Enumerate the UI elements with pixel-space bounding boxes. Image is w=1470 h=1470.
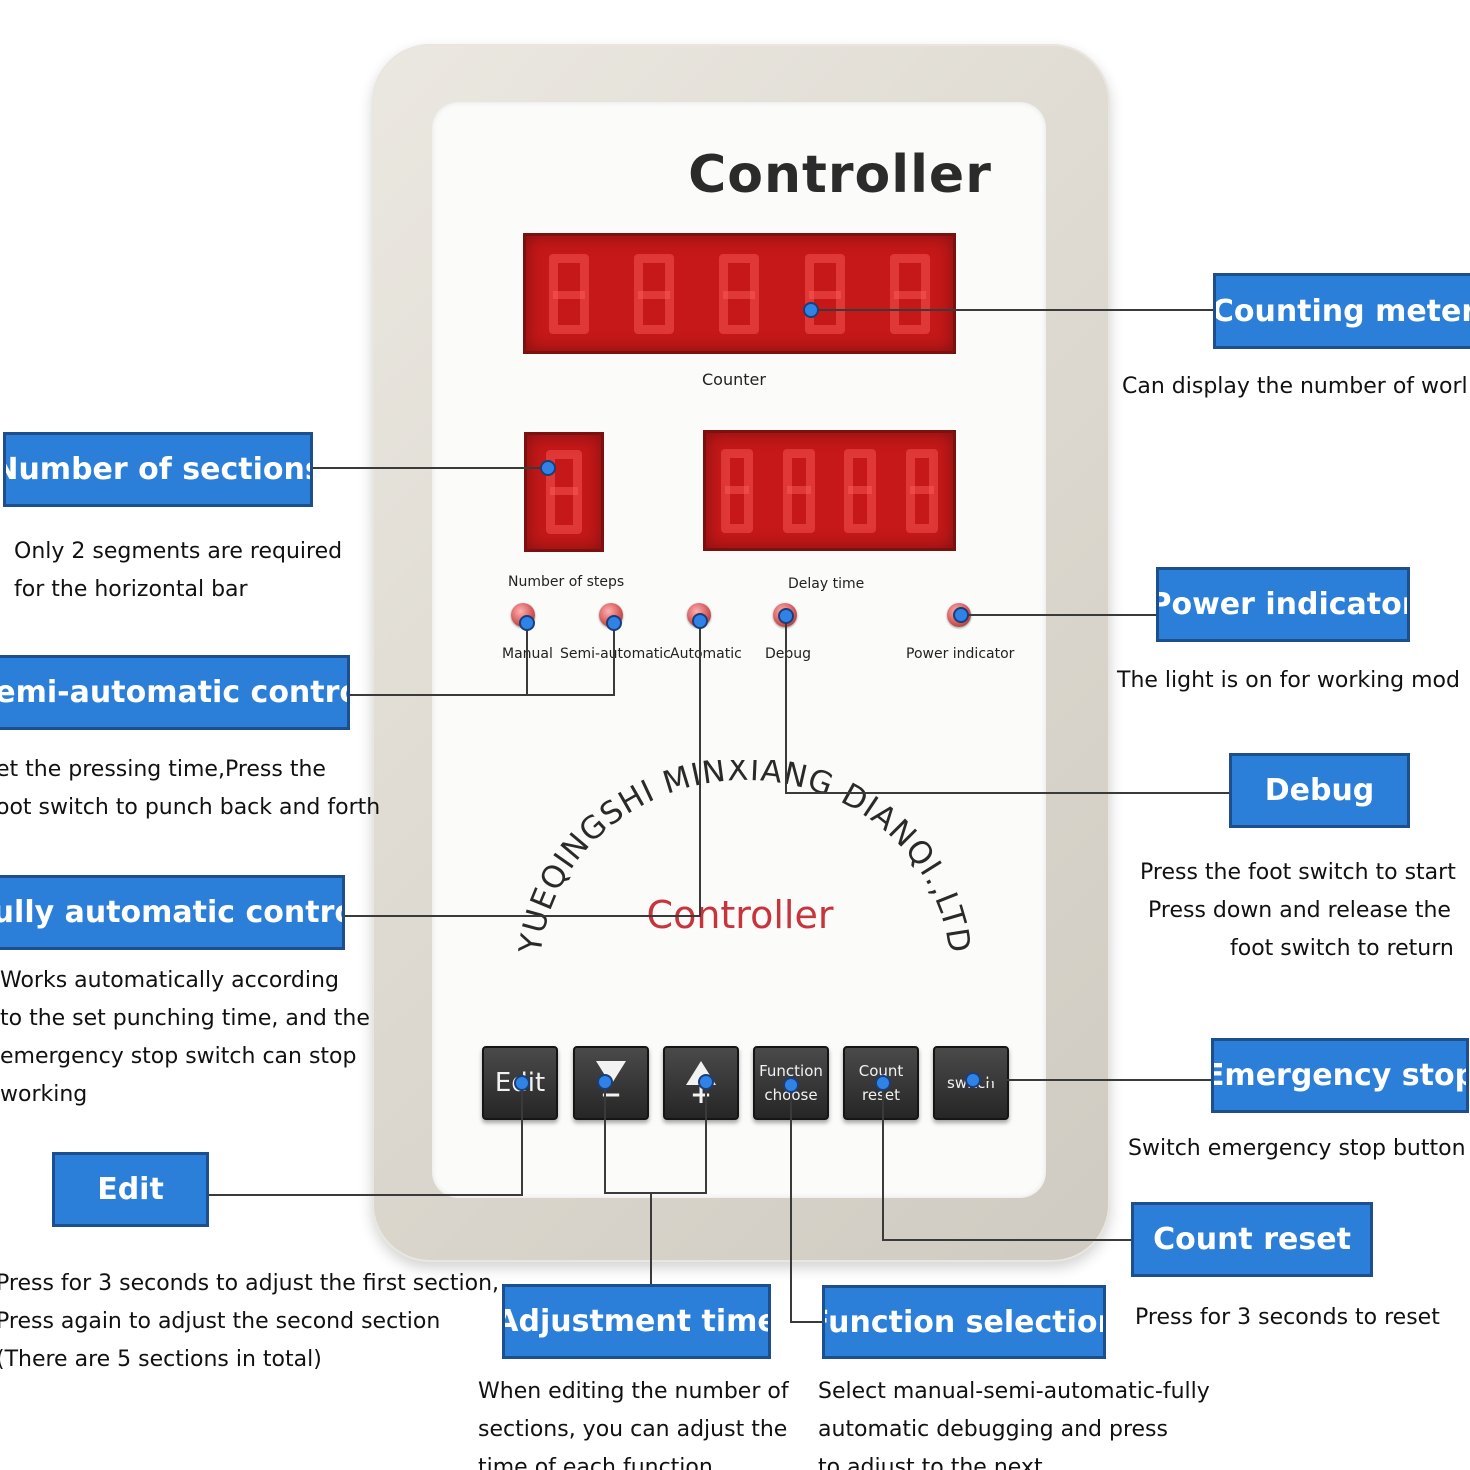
callout-counting-meter: Counting meter	[1213, 273, 1470, 349]
desc-fully-automatic-1: Works automatically according	[0, 968, 339, 993]
display-digit	[711, 443, 763, 539]
delay-time-display	[703, 430, 956, 551]
marker-dot	[606, 615, 622, 631]
marker-dot	[692, 613, 708, 629]
desc-function-selection-2: automatic debugging and press	[818, 1417, 1168, 1442]
desc-emergency-stop-1: Switch emergency stop button	[1128, 1136, 1466, 1161]
callout-edit: Edit	[52, 1152, 209, 1227]
count-button-line1: Count	[858, 1062, 904, 1080]
display-digit	[795, 248, 855, 340]
desc-edit-3: (There are 5 sections in total)	[0, 1347, 322, 1372]
marker-dot	[953, 607, 969, 623]
counting-display	[523, 233, 956, 354]
callout-fully-automatic-control: Fully automatic control	[0, 875, 345, 950]
desc-debug-3: foot switch to return	[1230, 936, 1454, 961]
desc-edit-1: Press for 3 seconds to adjust the first …	[0, 1271, 500, 1296]
desc-adjustment-time-2: sections, you can adjust the	[478, 1417, 788, 1442]
leader-edit	[208, 1083, 523, 1196]
marker-dot	[698, 1074, 714, 1090]
desc-function-selection-1: Select manual-semi-automatic-fully	[818, 1379, 1210, 1404]
count-button-line2: reset	[862, 1086, 900, 1104]
desc-edit-2: Press again to adjust the second section	[0, 1309, 441, 1334]
display-digit	[834, 443, 886, 539]
callout-semi-automatic-control: Semi-automatic control	[0, 655, 350, 730]
marker-dot	[778, 608, 794, 624]
function-button-line1: Function	[759, 1062, 823, 1080]
desc-fully-automatic-4: working	[0, 1082, 88, 1107]
debug-label: Debug	[765, 646, 812, 662]
desc-number-of-sections-1: Only 2 segments are required	[14, 539, 343, 564]
leader-semi-automatic-branch	[526, 622, 615, 696]
device-title: Controller	[688, 145, 992, 205]
delay-time-label: Delay time	[788, 576, 865, 592]
callout-adjustment-time: Adjustment time	[502, 1284, 771, 1359]
counter-label: Counter	[702, 370, 766, 389]
desc-function-selection-3: to adjust to the next	[818, 1455, 1043, 1470]
display-digit	[536, 444, 592, 540]
callout-number-of-sections: Number of sections	[3, 432, 313, 507]
desc-semi-automatic-1: et the pressing time,Press the	[0, 757, 326, 782]
display-digit	[773, 443, 825, 539]
display-digit	[539, 248, 599, 340]
callout-function-selection: Function selection	[822, 1285, 1106, 1359]
desc-adjustment-time-3: time of each function	[478, 1455, 713, 1470]
leader-fully-automatic	[344, 620, 701, 917]
leader-function-selection	[790, 1085, 822, 1323]
display-digit	[624, 248, 684, 340]
callout-count-reset: Count reset	[1131, 1202, 1373, 1277]
leader-debug	[785, 616, 1230, 794]
desc-debug-2: Press down and release the	[1148, 898, 1451, 923]
leader-adjust-branch	[604, 1082, 707, 1194]
desc-adjustment-time-1: When editing the number of	[478, 1379, 789, 1404]
marker-dot	[803, 302, 819, 318]
marker-dot	[597, 1074, 613, 1090]
power-indicator-label: Power indicator	[906, 646, 1015, 662]
marker-dot	[540, 460, 556, 476]
automatic-label: Automatic	[670, 646, 742, 662]
leader-count-reset	[882, 1083, 1132, 1241]
display-digit	[709, 248, 769, 340]
desc-semi-automatic-2: oot switch to punch back and forth	[0, 795, 381, 820]
desc-fully-automatic-2: to the set punching time, and the	[0, 1006, 370, 1031]
number-of-steps-label: Number of steps	[508, 574, 625, 590]
desc-debug-1: Press the foot switch to start	[1140, 860, 1456, 885]
desc-count-reset-1: Press for 3 seconds to reset	[1135, 1305, 1440, 1330]
callout-power-indicator: Power indicator	[1156, 567, 1410, 642]
marker-dot	[875, 1075, 891, 1091]
marker-dot	[783, 1077, 799, 1093]
display-digit	[880, 248, 940, 340]
callout-debug: Debug	[1229, 753, 1410, 828]
desc-power-indicator-1: The light is on for working mod	[1117, 668, 1460, 693]
marker-dot	[965, 1072, 981, 1088]
desc-number-of-sections-2: for the horizontal bar	[14, 577, 248, 602]
desc-fully-automatic-3: emergency stop switch can stop	[0, 1044, 357, 1069]
callout-emergency-stop: Emergency stop	[1211, 1038, 1469, 1113]
desc-counting-meter-1: Can display the number of worl	[1122, 374, 1468, 399]
display-digit	[896, 443, 948, 539]
marker-dot	[514, 1075, 530, 1091]
sections-display	[524, 432, 604, 552]
marker-dot	[519, 615, 535, 631]
semi-automatic-label: Semi-automatic	[560, 646, 671, 662]
